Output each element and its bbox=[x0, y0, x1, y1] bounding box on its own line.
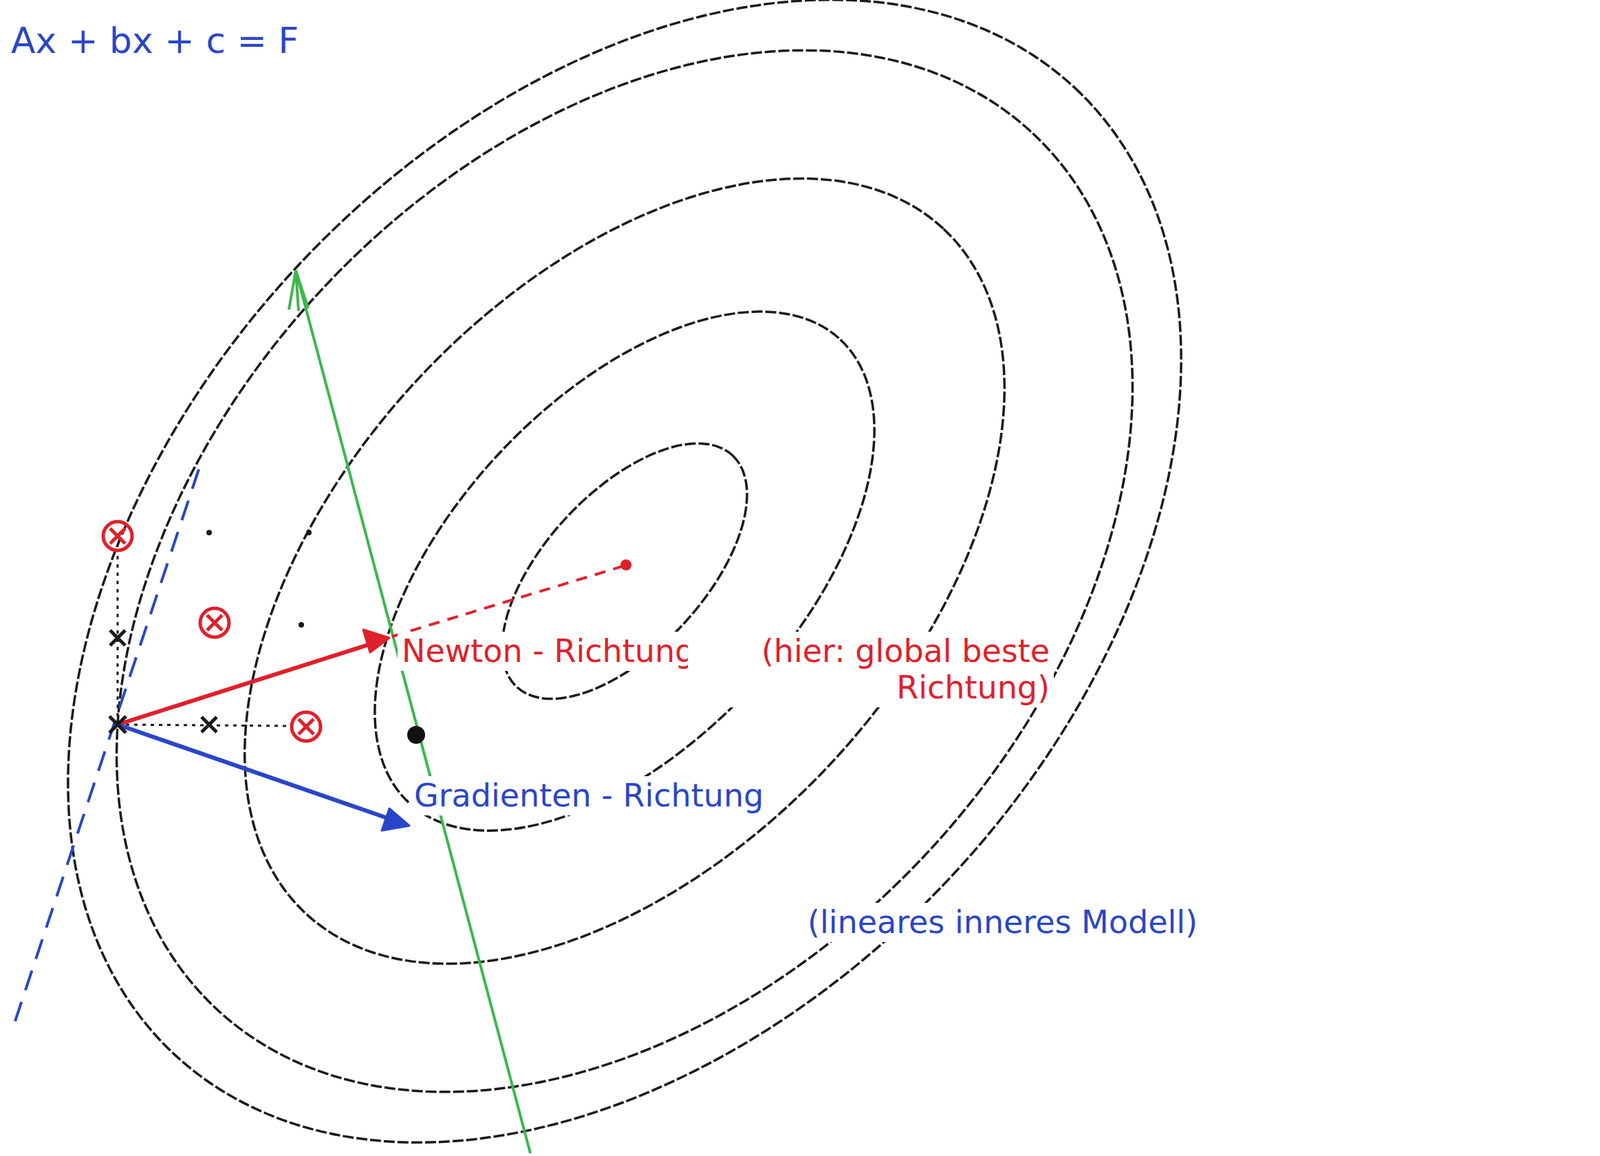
arrow-head bbox=[363, 629, 390, 653]
x-mark bbox=[201, 716, 217, 732]
equation: Ax + bx + c = F bbox=[6, 19, 304, 64]
gradient-arrow bbox=[117, 724, 396, 821]
contour-lines bbox=[0, 0, 1402, 1156]
line-search-point bbox=[407, 725, 426, 744]
contour-ellipse bbox=[0, 0, 1402, 1156]
circled-x bbox=[291, 711, 321, 741]
circled-x bbox=[103, 521, 133, 551]
newton-extension bbox=[392, 565, 625, 637]
sample-dot bbox=[298, 621, 305, 628]
newton-label: Newton - Richtung bbox=[397, 631, 699, 671]
contour-ellipse bbox=[0, 0, 1336, 1156]
x-marks bbox=[109, 630, 217, 733]
x-mark bbox=[109, 716, 126, 733]
newton-note: (hier: global beste Richtung) bbox=[687, 631, 1054, 708]
sample-dot bbox=[206, 529, 212, 536]
minimum-dot bbox=[620, 559, 632, 571]
x-mark bbox=[110, 630, 126, 646]
circled-x bbox=[200, 608, 230, 637]
sample-dot bbox=[306, 529, 312, 536]
arrow-head bbox=[288, 270, 309, 311]
arrow-head bbox=[381, 808, 410, 831]
gradient-note: (lineares inneres Modell) bbox=[803, 902, 1202, 942]
probe-line bbox=[117, 724, 292, 726]
circled-x-marks bbox=[103, 521, 321, 741]
newton-arrow bbox=[117, 641, 377, 725]
gradient-label: Gradienten - Richtung bbox=[409, 775, 768, 816]
search-line bbox=[295, 270, 531, 1153]
contour-ellipse bbox=[99, 36, 1150, 1106]
